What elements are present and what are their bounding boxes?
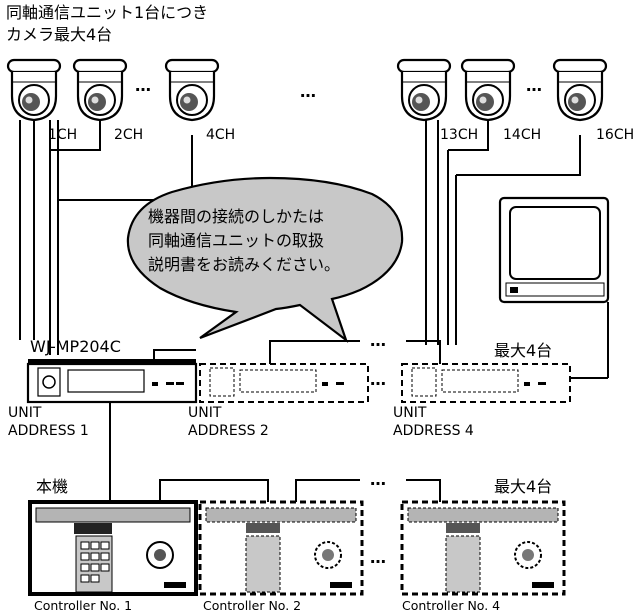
main-unit-label: 本機 (36, 477, 69, 496)
camera-cables (19, 120, 581, 355)
unit-chain-cables (153, 340, 441, 364)
note-line-2: カメラ最大4台 (6, 25, 113, 44)
controller-no1-label: Controller No. 1 (34, 598, 133, 613)
coax-unit-2 (199, 363, 369, 403)
coax-unit-4 (401, 363, 571, 403)
unit-address-4-line-a: UNIT (393, 405, 427, 421)
unit-ellipsis-top: … (370, 331, 386, 350)
controller-chain-cables (159, 479, 441, 502)
camera-label-1ch: 1CH (48, 127, 78, 143)
unit-address-2-line-b: ADDRESS 2 (188, 423, 269, 439)
monitor-icon (498, 196, 610, 379)
camera-label-14ch: 14CH (503, 127, 542, 143)
camera-label-16ch: 16CH (596, 127, 635, 143)
unit-ellipsis-mid: … (370, 370, 386, 389)
camera-ellipsis-middle: … (300, 82, 316, 101)
camera-label-13ch: 13CH (440, 127, 479, 143)
camera-13ch-icon (396, 58, 452, 122)
camera-label-2ch: 2CH (114, 127, 144, 143)
unit-address-1-line-a: UNIT (8, 405, 42, 421)
unit-max-label: 最大4台 (494, 341, 553, 360)
controller-no4-label: Controller No. 4 (402, 598, 501, 613)
bubble-line-1: 機器間の接続のしかたは (148, 207, 325, 226)
controller-no2-label: Controller No. 2 (203, 598, 302, 613)
controller-ellipsis-mid: … (370, 548, 386, 567)
controller-2 (198, 500, 364, 596)
camera-4ch-icon (164, 58, 220, 122)
unit-address-1-line-b: ADDRESS 1 (8, 423, 89, 439)
camera-16ch-icon (552, 58, 608, 122)
controller-ellipsis-top: … (370, 470, 386, 489)
camera-1ch-icon (6, 58, 62, 122)
camera-ellipsis-right: … (526, 76, 542, 95)
camera-ellipsis-left: … (135, 76, 151, 95)
bubble-text: 機器間の接続のしかたは 同軸通信ユニットの取扱 説明書をお読みください。 (148, 205, 398, 277)
unit-address-4-line-b: ADDRESS 4 (393, 423, 474, 439)
bubble-line-3: 説明書をお読みください。 (148, 255, 341, 274)
controller-4 (400, 500, 566, 596)
camera-2ch-icon (72, 58, 128, 122)
controller-1 (28, 500, 198, 596)
bubble-line-2: 同軸通信ユニットの取扱 (148, 231, 325, 250)
camera-label-4ch: 4CH (206, 127, 236, 143)
coax-unit-1 (26, 359, 198, 404)
speech-bubble (126, 176, 404, 344)
unit-model-label: WJ-MP204C (30, 337, 121, 356)
unit-address-2-line-a: UNIT (188, 405, 222, 421)
controller-max-label: 最大4台 (494, 477, 553, 496)
note-line-1: 同軸通信ユニット1台につき (6, 3, 209, 22)
camera-14ch-icon (460, 58, 516, 122)
